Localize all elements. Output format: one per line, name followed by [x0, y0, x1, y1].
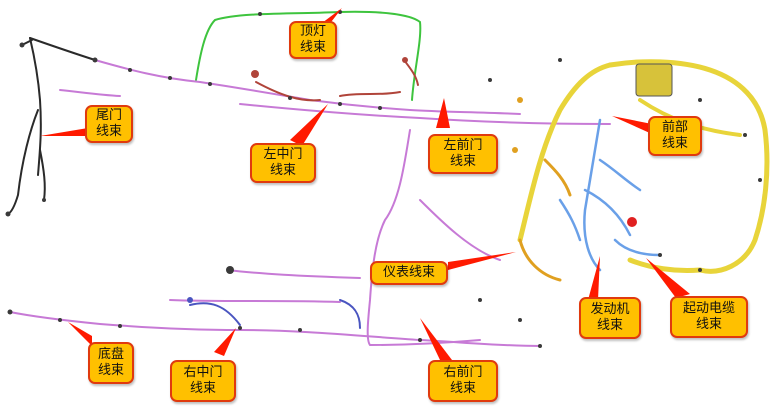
callout-line-1: 前部 — [661, 120, 688, 135]
callout-left-middle-door-harness: 左中门 线束 — [250, 143, 316, 183]
callout-right-middle-door-harness: 右中门 线束 — [170, 360, 236, 402]
body-harness — [9, 59, 611, 347]
callout-line-1: 顶灯 — [299, 24, 326, 39]
left-door-harnesses — [255, 59, 419, 102]
callout-line-2: 线束 — [269, 163, 296, 178]
callout-left-front-door-harness: 左前门 线束 — [428, 134, 498, 174]
callout-roof-harness: 顶灯 线束 — [289, 21, 337, 59]
callout-line-2: 线束 — [97, 363, 124, 378]
callout-right-front-door-harness: 右前门 线束 — [428, 360, 498, 402]
callout-pointers — [40, 8, 690, 360]
callout-line-2: 线束 — [95, 124, 122, 139]
callout-line-1: 左前门 — [443, 138, 483, 153]
callout-front-harness: 前部 线束 — [648, 116, 702, 156]
callout-line-2: 线束 — [449, 381, 476, 396]
callout-line-2: 线束 — [695, 317, 722, 332]
right-door-harnesses — [189, 299, 361, 329]
callout-line-2: 线束 — [449, 154, 476, 169]
callout-line-1: 尾门 — [95, 108, 122, 123]
callout-line-1: 起动电缆 — [682, 301, 735, 316]
callout-line-2: 线束 — [189, 381, 216, 396]
callout-line-2: 线束 — [299, 40, 326, 55]
callout-line-2: 线束 — [661, 136, 688, 151]
callout-instrument-harness: 仪表线束 — [370, 261, 448, 285]
callout-line-1: 右中门 — [183, 365, 223, 380]
callout-starter-cable-harness: 起动电缆 线束 — [670, 296, 748, 338]
callout-line-1: 仪表线束 — [382, 265, 435, 280]
callout-line-1: 右前门 — [443, 365, 483, 380]
front-harness — [517, 59, 770, 282]
tailgate-harness — [7, 37, 96, 215]
callout-chassis-harness: 底盘 线束 — [88, 342, 134, 384]
callout-line-2: 线束 — [596, 318, 623, 333]
callout-line-1: 底盘 — [97, 347, 124, 362]
callout-line-1: 左中门 — [263, 147, 303, 162]
callout-line-1: 发动机 — [590, 302, 630, 317]
connectors — [5, 10, 762, 348]
callout-engine-harness: 发动机 线束 — [579, 297, 641, 339]
engine-harness — [558, 118, 662, 272]
callout-tailgate-harness: 尾门 线束 — [85, 105, 133, 143]
